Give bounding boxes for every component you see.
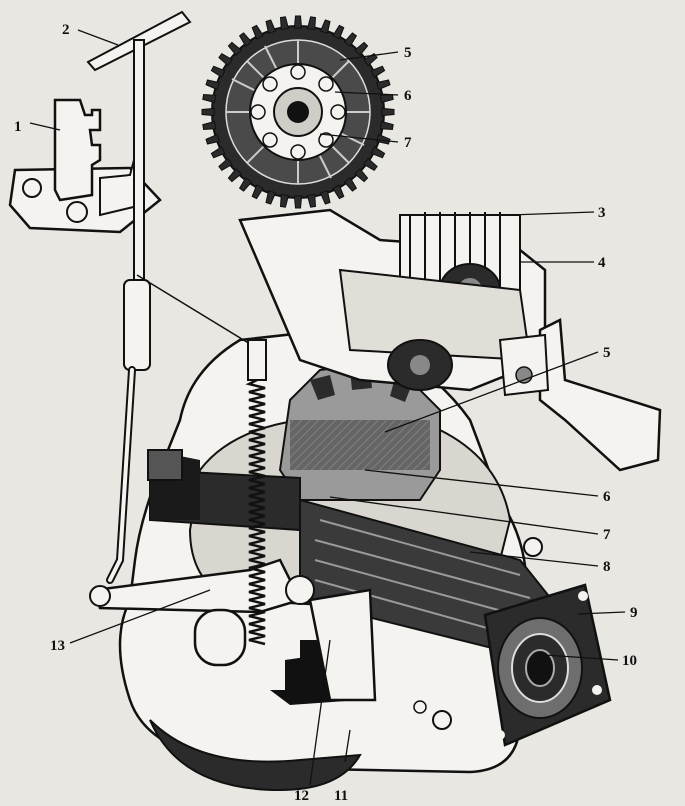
gear-tooth: [210, 146, 226, 159]
gear-tooth: [202, 93, 217, 104]
label-gear-6: 6: [603, 489, 611, 505]
gear-tooth: [319, 190, 331, 205]
label-shift-link: 13: [50, 638, 65, 654]
gear-tooth: [238, 32, 253, 47]
callout-labels: 2 1 3 4 5 6 7 5 6 7 8 9 10 11 12 13: [14, 22, 638, 804]
gear-tooth: [379, 120, 394, 131]
gear-tooth: [306, 16, 317, 31]
gear-tooth: [218, 157, 233, 172]
output-flange: [483, 583, 612, 747]
gear-tooth: [306, 193, 317, 208]
label-1-lever: 2: [62, 22, 70, 38]
label-flange: 9: [630, 605, 638, 621]
gear-tooth: [343, 32, 358, 47]
label-gear-5: 5: [603, 345, 611, 361]
shift-lever: [86, 10, 261, 584]
gear-tooth: [354, 168, 369, 183]
gear-tooth: [332, 184, 345, 200]
label-housing: 11: [334, 788, 348, 804]
label-upper-gear: 4: [598, 255, 606, 271]
label-upper-shaft: 3: [598, 205, 606, 221]
shift-fork: [285, 588, 377, 702]
gear-tooth: [227, 41, 242, 56]
gear-tooth: [265, 19, 277, 34]
gear-tooth: [332, 24, 345, 40]
label-shift-fork: 12: [294, 788, 309, 804]
gear-tooth: [376, 133, 391, 145]
return-spring: [245, 339, 267, 646]
gear-tooth: [370, 146, 386, 159]
gear-tooth: [202, 120, 217, 131]
gear-tooth: [379, 93, 394, 104]
gear-tooth: [205, 133, 220, 145]
label-gear-top-7: 7: [404, 135, 412, 151]
gear-tooth: [293, 15, 303, 29]
gear-tooth: [218, 52, 233, 67]
upper-drive-assembly: [238, 208, 547, 392]
gear-tooth: [279, 16, 290, 31]
clutch-gear-detail: [201, 15, 395, 209]
gear-tooth: [238, 177, 253, 192]
label-gear-top-6: 6: [404, 88, 412, 104]
gear-tooth: [210, 65, 226, 78]
label-output-shaft: 10: [622, 653, 637, 669]
gear-tooth: [343, 177, 358, 192]
label-gate-plate: 1: [14, 119, 22, 135]
gear-tooth: [363, 157, 378, 172]
gear-tooth: [354, 41, 369, 56]
gear-tooth: [381, 107, 395, 117]
gear-tooth: [265, 190, 277, 205]
label-gear-top-5: 5: [404, 45, 412, 61]
gear-tooth: [201, 107, 215, 117]
gear-tooth: [205, 79, 220, 91]
label-gear-7: 7: [603, 527, 611, 543]
gear-tooth: [251, 184, 264, 200]
gear-tooth: [293, 195, 303, 209]
gear-tooth: [279, 193, 290, 208]
driven-gear-cutaway: [278, 363, 441, 501]
label-main-shaft: 8: [603, 559, 611, 575]
gear-tooth: [376, 79, 391, 91]
leader-lines: [29, 29, 626, 786]
gear-tooth: [370, 65, 386, 78]
shift-fork-bracket: [498, 318, 662, 472]
gear-tooth: [319, 19, 331, 34]
gear-tooth: [227, 168, 242, 183]
gear-tooth: [251, 24, 264, 40]
